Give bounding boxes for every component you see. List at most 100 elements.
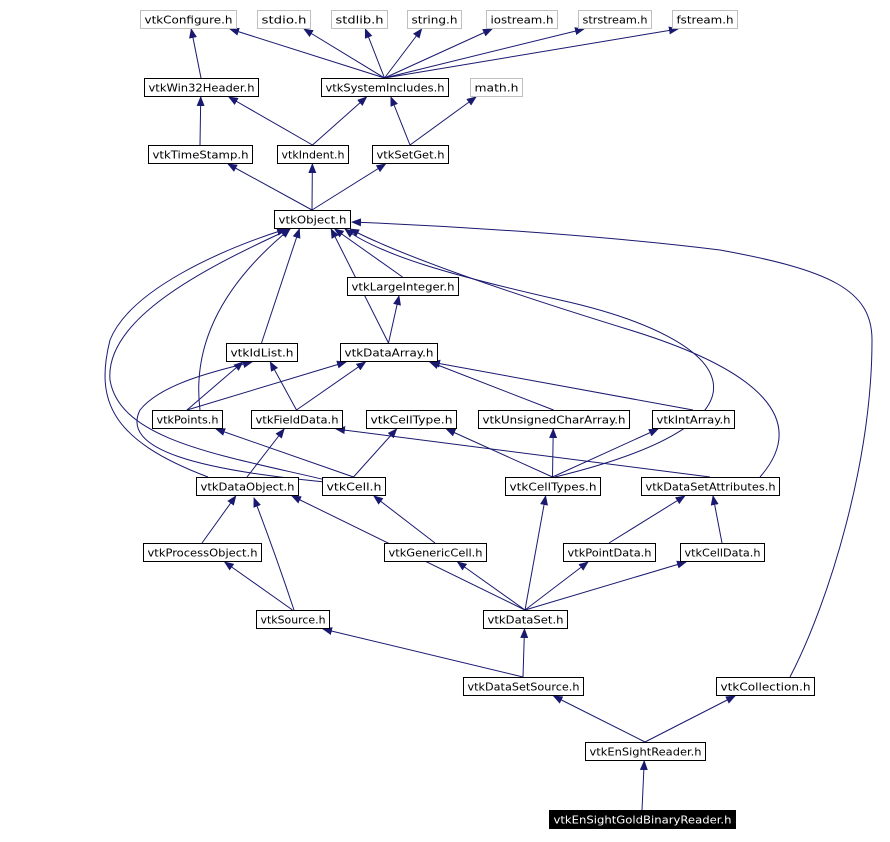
node-math[interactable]: math.h: [470, 78, 523, 97]
node-label: vtkSystemIncludes.h: [326, 82, 445, 95]
edge-uchar-to-dataarray: [428, 361, 554, 411]
edge-dataset-to-celltypes: [524, 495, 548, 611]
node-label: vtkIndent.h: [282, 149, 345, 162]
node-label: fstream.h: [677, 14, 734, 27]
node-indent[interactable]: vtkIndent.h: [277, 145, 349, 164]
node-pointdata[interactable]: vtkPointData.h: [563, 543, 656, 562]
node-box: [641, 477, 780, 496]
edge-sysinc-to-iostream: [384, 28, 493, 79]
node-box: [680, 543, 765, 562]
node-label: vtkDataObject.h: [201, 481, 295, 494]
node-source[interactable]: vtkSource.h: [256, 610, 330, 629]
node-label: vtkDataSetSource.h: [468, 681, 580, 694]
node-label: vtkCellTypes.h: [510, 481, 597, 494]
node-dssource[interactable]: vtkDataSetSource.h: [463, 677, 584, 696]
edge-dataobject-to-fielddata: [246, 428, 285, 478]
node-label: math.h: [475, 82, 519, 95]
node-win32[interactable]: vtkWin32Header.h: [144, 78, 259, 97]
node-celldata[interactable]: vtkCellData.h: [680, 543, 765, 562]
edge-indent-to-sysinc: [312, 96, 368, 146]
edge-dssource-to-dataset: [520, 628, 529, 678]
node-dataobject[interactable]: vtkDataObject.h: [196, 477, 299, 496]
edge-celltypes-to-uchar: [549, 428, 558, 478]
node-string[interactable]: string.h: [407, 10, 462, 29]
node-label: vtkPointData.h: [568, 547, 652, 560]
node-label: vtkCollection.h: [721, 681, 811, 694]
node-largeint[interactable]: vtkLargeInteger.h: [347, 277, 459, 296]
node-label: vtkConfigure.h: [145, 14, 233, 27]
edge-sysinc-to-string: [384, 28, 423, 79]
node-box: [549, 810, 736, 829]
node-box: [322, 477, 386, 496]
node-box: [716, 677, 815, 696]
node-label: vtkProcessObject.h: [148, 547, 258, 560]
node-box: [144, 78, 259, 97]
node-label: vtkEnSightGoldBinaryReader.h: [554, 814, 732, 827]
node-celltypes[interactable]: vtkCellTypes.h: [505, 477, 601, 496]
node-box: [148, 145, 253, 164]
edge-setget-to-math: [409, 96, 477, 146]
node-dataset[interactable]: vtkDataSet.h: [483, 610, 568, 629]
node-goldbin[interactable]: vtkEnSightGoldBinaryReader.h: [549, 810, 736, 829]
node-label: vtkTimeStamp.h: [153, 149, 249, 162]
node-label: stdio.h: [262, 14, 307, 27]
edge-cell-to-object: [109, 228, 327, 481]
node-box: [251, 410, 343, 429]
node-label: vtkCell.h: [327, 481, 382, 494]
node-idlist[interactable]: vtkIdList.h: [226, 343, 298, 362]
edge-celltypes-to-intarray: [552, 428, 659, 478]
node-label: vtkIdList.h: [231, 347, 294, 360]
node-strstream[interactable]: strstream.h: [578, 10, 652, 29]
node-dataarray[interactable]: vtkDataArray.h: [340, 343, 438, 362]
node-label: vtkDataSetAttributes.h: [646, 481, 776, 494]
node-cell[interactable]: vtkCell.h: [322, 477, 386, 496]
node-intarray[interactable]: vtkIntArray.h: [652, 410, 735, 429]
node-fstream[interactable]: fstream.h: [672, 10, 738, 29]
node-dsattr[interactable]: vtkDataSetAttributes.h: [641, 477, 780, 496]
node-setget[interactable]: vtkSetGet.h: [372, 145, 449, 164]
edge-ensight-to-dssource: [552, 695, 646, 743]
edge-object-to-setget: [311, 163, 387, 211]
node-box: [226, 343, 298, 362]
node-celltype[interactable]: vtkCellType.h: [366, 410, 457, 429]
node-timestamp[interactable]: vtkTimeStamp.h: [148, 145, 253, 164]
edge-dataarray-to-largeint: [388, 295, 401, 344]
node-generic[interactable]: vtkGenericCell.h: [384, 543, 487, 562]
node-box: [505, 477, 601, 496]
node-box: [372, 145, 449, 164]
node-stdlib[interactable]: stdlib.h: [331, 10, 388, 29]
edge-timestamp-to-win32: [196, 96, 205, 146]
node-uchar[interactable]: vtkUnsignedCharArray.h: [478, 410, 630, 429]
edge-sysinc-to-configure: [229, 27, 385, 79]
edge-generic-to-cell: [373, 495, 436, 544]
node-label: vtkDataSet.h: [488, 614, 564, 627]
node-box: [366, 410, 457, 429]
edge-dataset-to-pointdata: [524, 561, 589, 611]
node-box: [196, 477, 299, 496]
node-box: [672, 10, 738, 29]
node-ensight[interactable]: vtkEnSightReader.h: [585, 742, 706, 761]
node-label: vtkDataArray.h: [345, 347, 434, 360]
edge-dataobject-to-object: [104, 227, 287, 478]
node-sysinc[interactable]: vtkSystemIncludes.h: [321, 78, 449, 97]
node-collection[interactable]: vtkCollection.h: [716, 677, 815, 696]
node-box: [486, 10, 558, 29]
node-iostream[interactable]: iostream.h: [486, 10, 558, 29]
node-label: vtkPoints.h: [157, 414, 219, 427]
node-configure[interactable]: vtkConfigure.h: [140, 10, 237, 29]
node-fielddata[interactable]: vtkFieldData.h: [251, 410, 343, 429]
node-label: vtkGenericCell.h: [389, 547, 483, 560]
node-object[interactable]: vtkObject.h: [274, 210, 351, 229]
node-label: vtkEnSightReader.h: [590, 746, 702, 759]
edge-indent-to-win32: [228, 96, 313, 146]
node-points[interactable]: vtkPoints.h: [152, 410, 223, 429]
node-box: [340, 343, 438, 362]
node-stdio[interactable]: stdio.h: [257, 10, 311, 29]
edge-dataset-to-generic: [456, 561, 526, 611]
node-box: [407, 10, 462, 29]
node-procobj[interactable]: vtkProcessObject.h: [143, 543, 262, 562]
node-label: vtkCellData.h: [685, 547, 761, 560]
edge-fielddata-to-idlist: [269, 361, 297, 411]
edge-fielddata-to-dataarray: [296, 361, 367, 411]
